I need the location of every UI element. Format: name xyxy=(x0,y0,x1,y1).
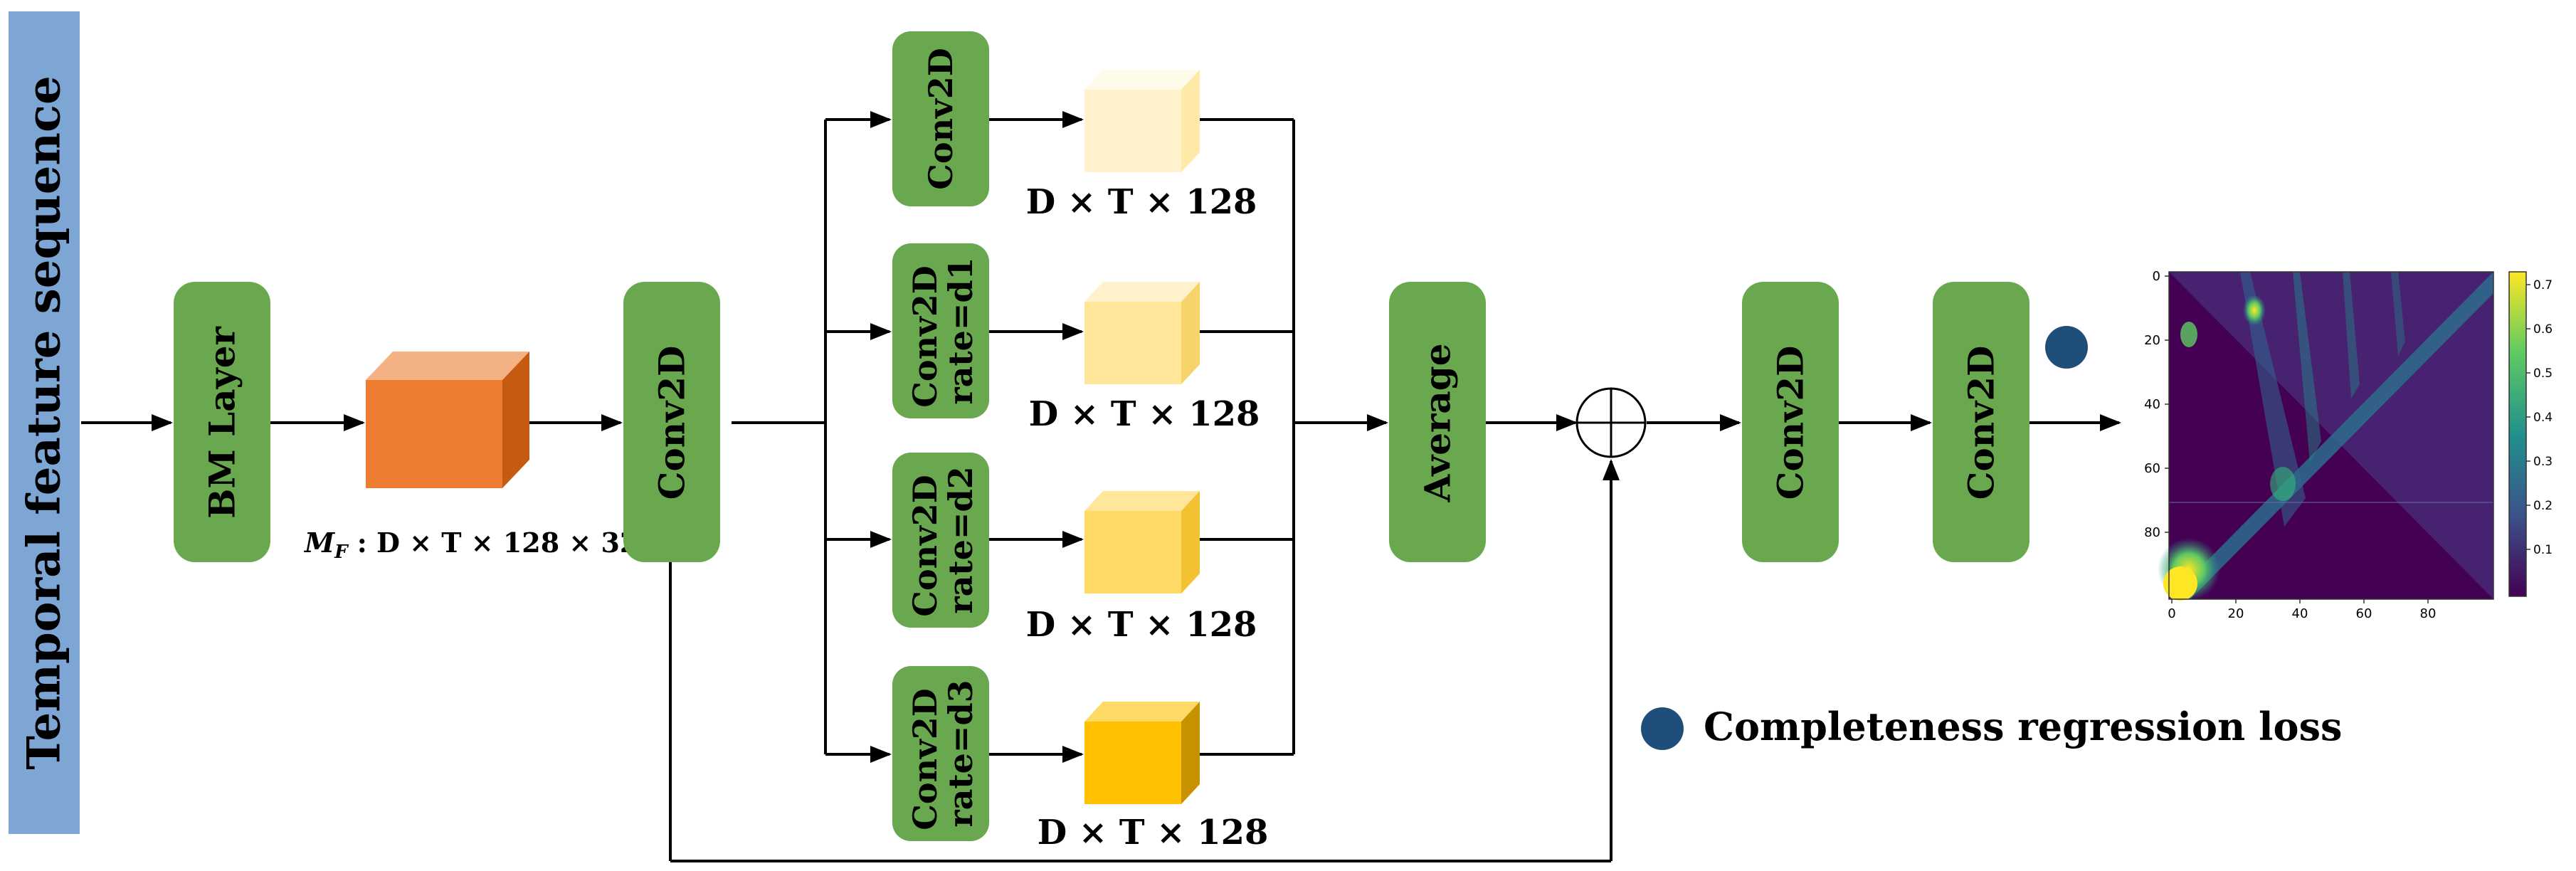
heatmap-hotspot-top-left xyxy=(2180,322,2197,347)
branch-2-shape-label: D × T × 128 xyxy=(1029,394,1260,434)
heatmap-x-tick-80: 80 xyxy=(2420,606,2437,621)
mf-subscript: F xyxy=(334,542,349,563)
post-conv2d-block-1 xyxy=(1742,282,1839,562)
colorbar-tick-0: 0.7 xyxy=(2533,278,2553,292)
branch-4-shape-label: D × T × 128 xyxy=(1038,813,1269,852)
colorbar-ticks xyxy=(2526,284,2530,550)
average-label: Average xyxy=(1417,343,1459,502)
colorbar-tick-5: 0.2 xyxy=(2533,499,2553,513)
branch-1-shape-label: D × T × 128 xyxy=(1026,182,1257,222)
heatmap-y-tick-20: 20 xyxy=(2144,333,2160,348)
sum-node xyxy=(1575,387,1647,458)
branch-3-conv2d-block xyxy=(892,453,989,628)
mf-shape: : D × T × 128 × 32 xyxy=(348,527,639,559)
colorbar-tick-6: 0.1 xyxy=(2533,543,2553,557)
colorbar-tick-2: 0.5 xyxy=(2533,366,2553,381)
branch-3-conv-line2: rate=d2 xyxy=(941,466,980,613)
input-sequence-label: Temporal feature sequence xyxy=(18,75,71,769)
branch-3-shape-label: D × T × 128 xyxy=(1026,605,1257,645)
heatmap-streak-1 xyxy=(2240,272,2306,527)
branch-1-cube xyxy=(1084,70,1200,172)
loss-indicator-dot xyxy=(2045,326,2088,369)
heatmap-y-ticks xyxy=(2165,275,2169,533)
post-conv2d-label-2: Conv2D xyxy=(1960,346,2002,500)
heatmap-y-tick-40: 40 xyxy=(2144,397,2160,412)
mf-feature-cube xyxy=(366,352,529,488)
heatmap-diagonal-band xyxy=(2169,272,2493,599)
heatmap-y-tick-60: 60 xyxy=(2144,461,2160,476)
branch-4-conv-line1: Conv2D xyxy=(906,688,944,830)
branch-1-conv-line1: Conv2D xyxy=(922,48,960,189)
branch-4-conv-line2: rate=d3 xyxy=(941,680,980,827)
heatmap-streak-2 xyxy=(2293,272,2321,463)
heatmap-x-tick-40: 40 xyxy=(2292,606,2308,621)
mf-symbol: M xyxy=(303,527,335,559)
branch-2-conv-line1: Conv2D xyxy=(906,265,944,407)
branch-3-cube xyxy=(1084,491,1200,593)
legend-loss-label: Completeness regression loss xyxy=(1704,704,2342,749)
post-conv2d-block-2 xyxy=(1933,282,2029,562)
heatmap-hotspot-mid xyxy=(2243,295,2266,326)
branch-4-conv-label: Conv2D rate=d3 xyxy=(906,677,980,830)
mf-shape-label: MF : D × T × 128 × 32 xyxy=(303,527,638,563)
main-conv2d-block xyxy=(623,282,720,562)
heatmap-hotspot-diagonal xyxy=(2270,467,2296,501)
branch-2-cube xyxy=(1084,282,1200,384)
heatmap-x-tick-20: 20 xyxy=(2228,606,2244,621)
branch-3-conv-label: Conv2D rate=d2 xyxy=(906,463,980,616)
legend-loss-dot xyxy=(1641,707,1684,750)
bm-layer-block xyxy=(174,282,270,562)
branch-1-conv2d-block xyxy=(892,31,989,206)
colorbar-tick-1: 0.6 xyxy=(2533,322,2553,337)
heatmap-hotspot-bottom-left xyxy=(2163,566,2197,601)
heatmap-y-tick-0: 0 xyxy=(2153,269,2160,284)
main-conv2d-label: Conv2D xyxy=(651,346,693,500)
bm-layer-label: BM Layer xyxy=(201,326,243,518)
output-heatmap: 0 20 40 60 80 0 20 40 60 80 0.7 0.6 xyxy=(2144,269,2553,621)
connectors xyxy=(81,111,2121,862)
heatmap-x-tick-0: 0 xyxy=(2168,606,2175,621)
heatmap-colorbar xyxy=(2508,271,2527,597)
average-block xyxy=(1389,282,1486,562)
heatmap-x-tick-60: 60 xyxy=(2356,606,2372,621)
post-conv2d-label-1: Conv2D xyxy=(1770,346,1812,500)
branch-4-conv2d-block xyxy=(892,666,989,841)
heatmap-streak-3 xyxy=(2343,272,2360,398)
branch-2-conv2d-block xyxy=(892,243,989,418)
branch-2-conv-label: Conv2D rate=d1 xyxy=(906,254,980,407)
heatmap-streak-4 xyxy=(2391,272,2405,356)
heatmap-frame xyxy=(2168,271,2494,600)
branch-3-conv-line1: Conv2D xyxy=(906,475,944,616)
input-sequence-bar xyxy=(9,11,80,834)
colorbar-tick-4: 0.3 xyxy=(2533,455,2553,469)
branch-2-conv-line2: rate=d1 xyxy=(941,257,980,404)
heatmap-y-tick-80: 80 xyxy=(2144,525,2160,540)
colorbar-tick-3: 0.4 xyxy=(2533,411,2553,425)
heatmap-x-ticks xyxy=(2171,599,2429,603)
branch-4-cube xyxy=(1084,702,1200,804)
